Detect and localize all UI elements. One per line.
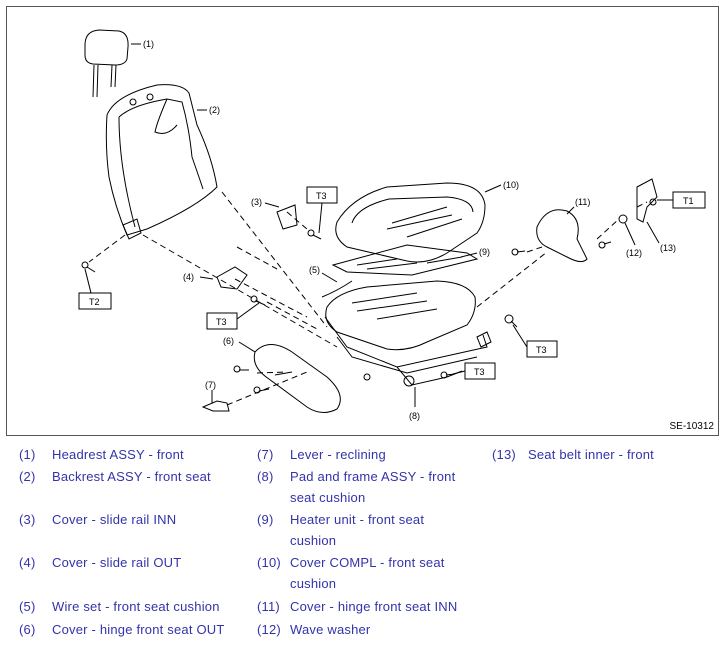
legend-text: Lever - reclining	[290, 447, 386, 462]
torque-tag-t3-top: T3	[316, 191, 327, 201]
heater-unit	[331, 244, 479, 276]
legend-text: Cover - slide rail OUT	[52, 555, 182, 570]
cushion-cover	[335, 182, 486, 263]
legend-text-cont: cushion	[290, 533, 337, 548]
callout-3: (3)	[251, 197, 262, 207]
bolts	[81, 198, 657, 394]
slide-rail-inn-cover	[276, 204, 298, 230]
legend-number: (12)	[257, 622, 281, 637]
wave-washer	[618, 214, 628, 224]
callout-4: (4)	[183, 272, 194, 282]
callout-13: (13)	[660, 243, 676, 253]
legend-text: Wire set - front seat cushion	[52, 599, 220, 614]
legend-text: Seat belt inner - front	[528, 447, 654, 462]
assembly-lines	[88, 191, 648, 406]
torque-tag-t3-bottom: T3	[474, 367, 485, 377]
legend-text: Headrest ASSY - front	[52, 447, 184, 462]
legend-number: (11)	[257, 599, 280, 614]
legend-text: Cover - hinge front seat OUT	[52, 622, 225, 637]
callout-2: (2)	[209, 105, 220, 115]
callout-7: (7)	[205, 380, 216, 390]
reclining-lever	[201, 400, 230, 412]
legend-text: Cover - slide rail INN	[52, 512, 177, 527]
hinge-cover-inn	[536, 209, 588, 263]
legend-number: (5)	[19, 599, 36, 614]
exploded-diagram: (1) (2) (3) (4) (5) (6) (7) (8) (9) (10)…	[6, 6, 719, 436]
callout-10: (10)	[503, 180, 519, 190]
torque-tag-t3-right: T3	[536, 345, 547, 355]
wire-set	[321, 280, 353, 298]
hinge-cover-out	[253, 344, 341, 413]
seat-belt-inner	[636, 178, 658, 223]
callout-labels: (1) (2) (3) (4) (5) (6) (7) (8) (9) (10)…	[89, 39, 694, 421]
legend-number: (3)	[19, 512, 36, 527]
diagram-drawing: (1) (2) (3) (4) (5) (6) (7) (8) (9) (10)…	[78, 29, 706, 421]
legend-text: Backrest ASSY - front seat	[52, 469, 211, 484]
parts-legend: (1) Headrest ASSY - front (2) Backrest A…	[0, 444, 727, 644]
backrest	[105, 84, 218, 240]
legend-text: Heater unit - front seat	[290, 512, 425, 527]
legend-number: (10)	[257, 555, 281, 570]
callout-12: (12)	[626, 248, 642, 258]
slide-rail-out-cover	[216, 266, 248, 290]
legend-text: Wave washer	[290, 622, 371, 637]
legend-text: Cover COMPL - front seat	[290, 555, 445, 570]
torque-tags	[78, 186, 706, 380]
callout-11: (11)	[575, 197, 590, 207]
legend-number: (4)	[19, 555, 36, 570]
callout-8: (8)	[409, 411, 420, 421]
figure-code: SE-10312	[669, 421, 714, 432]
callout-6: (6)	[223, 336, 234, 346]
legend-text-cont: cushion	[290, 576, 337, 591]
torque-tag-t1: T1	[683, 196, 694, 206]
torque-tag-t2: T2	[89, 297, 100, 307]
legend-number: (13)	[492, 447, 516, 462]
legend-text: Pad and frame ASSY - front	[290, 469, 456, 484]
callout-5: (5)	[309, 265, 320, 275]
legend-number: (8)	[257, 469, 274, 484]
callout-1: (1)	[143, 39, 154, 49]
callout-9: (9)	[479, 247, 490, 257]
legend-number: (1)	[19, 447, 36, 462]
legend-number: (2)	[19, 469, 36, 484]
legend-text-cont: seat cushion	[290, 490, 366, 505]
headrest	[84, 29, 129, 98]
legend-number: (6)	[19, 622, 36, 637]
legend-text: Cover - hinge front seat INN	[290, 599, 458, 614]
leader-lines	[131, 43, 660, 407]
legend-number: (9)	[257, 512, 274, 527]
torque-tag-t3-left: T3	[216, 317, 227, 327]
seat-frame	[324, 280, 492, 387]
legend-number: (7)	[257, 447, 274, 462]
